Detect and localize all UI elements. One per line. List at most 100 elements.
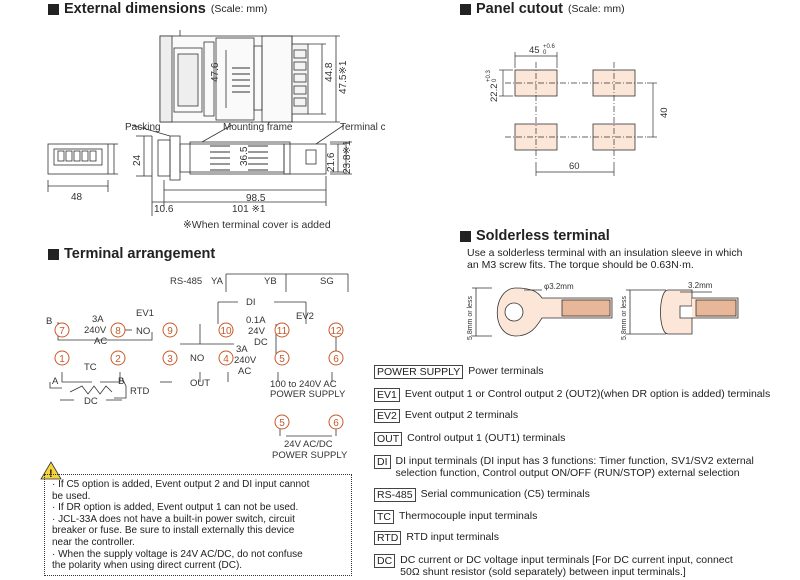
terminal-arrangement-title-text: Terminal arrangement <box>64 246 216 262</box>
solderless-title-text: Solderless terminal <box>476 228 610 244</box>
title-square-icon <box>460 230 471 242</box>
terminal-10: 10 <box>220 326 232 337</box>
legend-di: DI DI input terminals (DI input has 3 fu… <box>374 455 754 479</box>
dim-101: 101 ※1 <box>232 204 266 215</box>
terminal-4: 4 <box>223 354 229 365</box>
cutout-60: 60 <box>569 161 580 172</box>
b-label: B <box>118 376 124 387</box>
terminal-8: 8 <box>115 326 121 337</box>
legend-desc: Control output 1 (OUT1) terminals <box>407 432 566 444</box>
panel-cutout-drawing: 45 +0.6 0 22.2 +0.3 0 40 60 <box>486 44 670 176</box>
legend-desc: RTD input terminals <box>406 531 499 543</box>
legend-desc-line1: DC current or DC voltage input terminals… <box>400 554 733 566</box>
panel-cutout-title-text: Panel cutout <box>476 1 564 17</box>
solderless-line1: Use a solderless terminal with an insula… <box>467 247 743 259</box>
solderless-desc: Use a solderless terminal with an insula… <box>467 247 742 271</box>
legend-desc: Thermocouple input terminals <box>399 510 538 522</box>
ev1-no: NO <box>136 326 150 337</box>
terminal-cover-label: Terminal cover <box>340 122 385 133</box>
dim-48: 48 <box>71 192 83 203</box>
solderless-line2: an M3 screw fits. The torque should be 0… <box>467 259 694 271</box>
cutout-40: 40 <box>659 107 670 118</box>
terminal-1: 1 <box>59 354 65 365</box>
legend-power-supply: POWER SUPPLY Power terminals <box>374 365 544 379</box>
dim-44-8: 44.8 <box>324 62 335 82</box>
note-line-2: be used. <box>52 490 91 502</box>
legend-tag: RS-485 <box>374 488 416 502</box>
a-label: A <box>52 376 59 387</box>
legend-tag: DI <box>374 455 391 469</box>
solderless-title: Solderless terminal <box>460 228 610 244</box>
terminal-5: 5 <box>279 354 285 365</box>
terminal-5b: 5 <box>279 418 285 429</box>
out-3a: 3A <box>236 344 248 355</box>
terminal-7: 7 <box>59 326 65 337</box>
cutout-45: 45 <box>529 45 540 56</box>
di-label: DI <box>246 297 256 308</box>
note-line-1: · If C5 option is added, Event output 2 … <box>52 479 310 490</box>
tc-label: TC <box>84 362 97 373</box>
terminal-2: 2 <box>115 354 121 365</box>
dim-24: 24 <box>132 154 143 166</box>
terminal-3: 3 <box>167 354 173 365</box>
cutout-45-tol2: 0 <box>543 50 547 56</box>
ev2-01a: 0.1A <box>246 315 266 326</box>
note-line-3: · If DR option is added, Event output 1 … <box>52 502 299 514</box>
legend-ev2: EV2 Event output 2 terminals <box>374 409 518 423</box>
legend-ev1: EV1 Event output 1 or Control output 2 (… <box>374 388 770 402</box>
ev2-dc: DC <box>254 337 268 348</box>
external-dimensions-drawing: Packing Mounting frame Terminal cover 47… <box>47 30 385 231</box>
legend-tag: POWER SUPPLY <box>374 365 464 379</box>
legend-desc: DI input terminals (DI input has 3 funct… <box>396 455 754 479</box>
legend-desc: Event output 2 terminals <box>404 409 519 421</box>
dim-36-5: 36.5 <box>239 146 250 166</box>
legend-desc-line1: DI input terminals (DI input has 3 funct… <box>395 455 754 467</box>
solderless-h58-b: 5.8mm or less <box>621 296 628 340</box>
sg-label: SG <box>320 276 334 287</box>
terminal-arrangement-drawing: 7 8 9 10 11 12 1 2 3 4 5 6 5 6 RS-485 YA… <box>46 273 349 461</box>
dim-23-8: 23.8※1 <box>342 140 353 174</box>
legend-desc: DC current or DC voltage input terminals… <box>400 554 733 578</box>
out-240v: 240V <box>234 355 257 366</box>
title-square-icon <box>48 248 59 260</box>
panel-cutout-title: Panel cutout (Scale: mm) <box>460 1 625 17</box>
note-line-7: · When the supply voltage is 24V AC/DC, … <box>52 548 303 560</box>
legend-desc-line2: 50Ω shunt resistor (sold separately) bet… <box>400 566 686 578</box>
legend-rtd: RTD RTD input terminals <box>374 531 499 545</box>
legend-tag: OUT <box>374 432 403 446</box>
rs485-label: RS-485 <box>170 276 202 287</box>
dim-10-6: 10.6 <box>154 204 174 215</box>
legend-dc: DC DC current or DC voltage input termin… <box>374 554 733 578</box>
ev1-240v: 240V <box>84 325 107 336</box>
legend-out: OUT Control output 1 (OUT1) terminals <box>374 432 565 446</box>
terminal-9: 9 <box>167 326 173 337</box>
solderless-h58-a: 5.8mm or less <box>467 296 474 340</box>
note-line-8: the polarity when using direct current (… <box>52 560 243 572</box>
out-no: NO <box>190 353 204 364</box>
solderless-terminal-drawing: φ3.2mm 3.2mm 5.8mm or less 5.8mm or less <box>467 281 739 340</box>
ev1-3a: 3A <box>92 314 104 325</box>
cutout-22-tol2: 0 <box>492 78 498 82</box>
dc-label: DC <box>84 396 98 407</box>
terminal-12: 12 <box>330 326 342 337</box>
ps1-line2: POWER SUPPLY <box>270 389 346 400</box>
terminal-arrangement-title: Terminal arrangement <box>48 246 215 262</box>
note-line-5: breaker or fuse. Be sure to install exte… <box>52 525 295 537</box>
yb-label: YB <box>264 276 277 287</box>
ev1-ac: AC <box>94 336 107 347</box>
out-label: OUT <box>190 378 210 389</box>
ps1-line1: 100 to 240V AC <box>270 379 337 390</box>
legend-desc: Event output 1 or Control output 2 (OUT2… <box>404 388 771 400</box>
terminal-6: 6 <box>333 354 339 365</box>
dim-47-5: 47.5※1 <box>338 60 349 94</box>
ps2-line1: 24V AC/DC <box>284 439 333 450</box>
legend-tag: TC <box>374 510 394 524</box>
legend-tag: EV1 <box>374 388 400 402</box>
b-top-label: B <box>46 316 52 327</box>
ev1-label: EV1 <box>136 308 154 319</box>
ext-dim-scale: (Scale: mm) <box>210 3 268 15</box>
dim-47-6: 47.6 <box>210 62 221 82</box>
out-ac: AC <box>238 366 251 377</box>
legend-desc-line2: selection function, Control output ON/OF… <box>395 467 740 479</box>
ext-dim-title-text: External dimensions <box>64 1 206 17</box>
